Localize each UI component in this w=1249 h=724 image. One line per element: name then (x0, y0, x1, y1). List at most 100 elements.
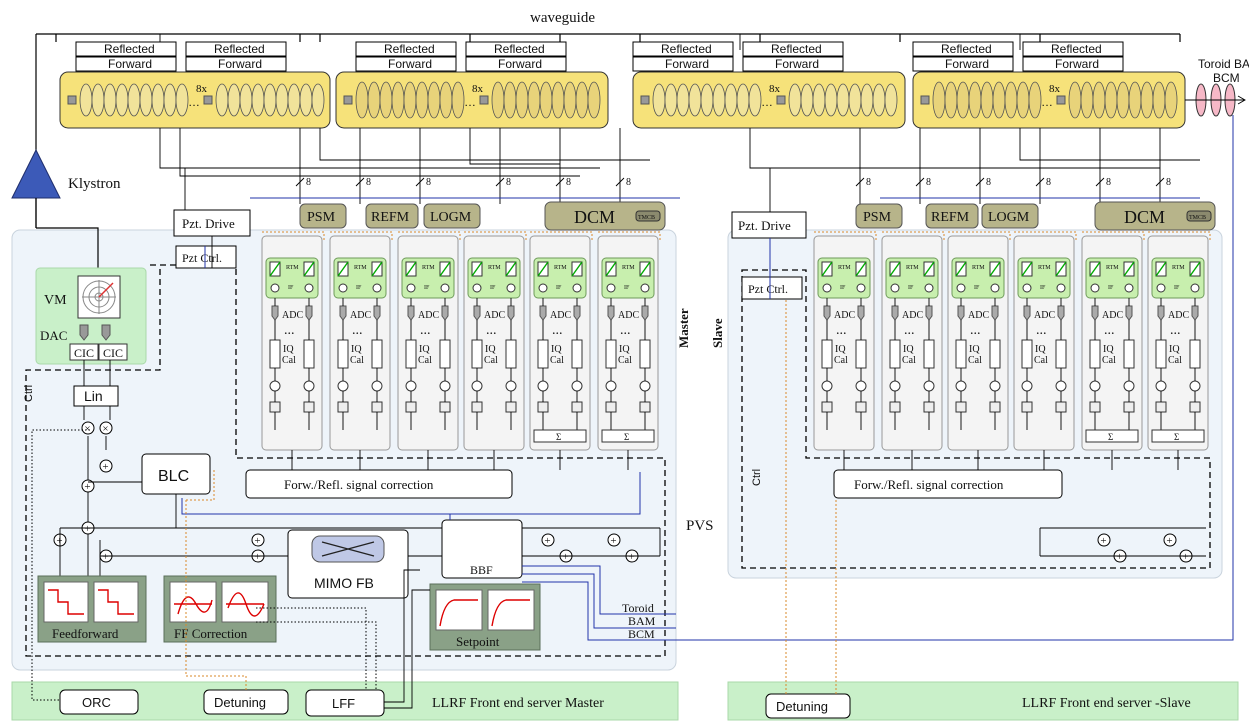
adc-icon (1091, 305, 1099, 321)
logm-module[interactable] (423, 203, 481, 229)
adc-icon (823, 305, 831, 321)
slave-detuning-button[interactable] (765, 693, 851, 719)
cic-label-2: CIC (103, 346, 123, 360)
reflected-box (185, 41, 287, 57)
lin-box[interactable] (73, 385, 119, 407)
sum-block (1085, 429, 1139, 443)
cavity-cell (215, 83, 229, 117)
slave-pzt-ctrl-label: Pzt Ctrl. (748, 282, 788, 296)
dcm-module[interactable] (544, 201, 666, 231)
slave-psm-module[interactable] (855, 203, 903, 229)
lin-label: Lin (84, 388, 103, 404)
iq-label: IQ (551, 344, 562, 355)
rtm-label: RTM (972, 265, 985, 271)
lo-line (1148, 231, 1211, 240)
adc-dots-label: ... (1104, 323, 1115, 338)
slave-refm-module[interactable] (925, 203, 979, 229)
refm-module[interactable] (365, 203, 419, 229)
filter-icon (605, 401, 617, 413)
probe-count-label: 8 (866, 177, 871, 188)
probe-count-label: 8 (1106, 177, 1111, 188)
adc-icon (957, 305, 965, 321)
node-operator-label: + (1116, 551, 1122, 563)
master-region-label: Master (676, 308, 691, 348)
cavity-cell (175, 83, 189, 117)
multiplier-icon (471, 380, 483, 392)
orc-button[interactable] (59, 689, 139, 715)
cic-box-2 (98, 343, 128, 361)
cavity-cell (151, 83, 165, 117)
psm-label: PSM (307, 210, 336, 225)
iq-label: IQ (619, 344, 630, 355)
coupler-port (479, 95, 489, 105)
bbf-box[interactable] (441, 519, 523, 579)
slave-pzt-ctrl-box[interactable] (741, 276, 803, 300)
adc-icon (407, 305, 415, 321)
adc-label: ADC (1034, 310, 1055, 321)
psm-module[interactable] (299, 203, 347, 229)
rtm-label: RTM (554, 265, 567, 271)
feedforward-label: Feedforward (52, 626, 119, 641)
dcm-label: DCM (574, 207, 615, 227)
probe-bus (415, 128, 425, 204)
reflected-box (632, 41, 734, 57)
attenuator-arrow-icon (923, 261, 935, 277)
iq-block (1021, 339, 1033, 369)
cavity-cell (127, 83, 141, 117)
slave-dcm-module[interactable] (1094, 201, 1216, 231)
sum-label: Σ (624, 432, 629, 442)
master-ctrl-label: Ctrl (23, 385, 35, 402)
mixer-icon (856, 283, 866, 293)
lff-button[interactable] (305, 689, 385, 717)
iq-label: IQ (903, 344, 914, 355)
mixer-icon (538, 283, 548, 293)
slave-forw-refl-box[interactable] (833, 469, 1063, 499)
cryomodule-2 (335, 71, 609, 129)
sum-label: Σ (1108, 432, 1113, 442)
sum-node-icon (81, 479, 95, 493)
cavity-cell (676, 83, 690, 117)
slave-pzt-drive-box[interactable] (731, 211, 807, 239)
forw-refl-box[interactable] (245, 469, 513, 499)
probe-bus (615, 128, 625, 204)
pzt-ctrl-box[interactable] (175, 245, 237, 269)
mixer-icon (1124, 283, 1134, 293)
reflected-box (75, 41, 177, 57)
iq-block (1089, 339, 1101, 369)
multiplier-label: 8x (472, 83, 484, 95)
lo-line (530, 231, 593, 240)
ellipsis-label: … (188, 95, 200, 109)
filter-icon (1123, 401, 1135, 413)
slave-pzt-drive-label: Pzt. Drive (738, 218, 791, 233)
filter-icon (405, 401, 417, 413)
mixer-icon (640, 283, 650, 293)
forward-box (1022, 56, 1124, 72)
iq-block (439, 339, 451, 369)
node-operator-label: × (84, 423, 90, 435)
cryomodule-1 (59, 71, 331, 129)
rtm-label: RTM (1172, 265, 1185, 271)
iq-label: IQ (1169, 344, 1180, 355)
iq-block (1055, 339, 1067, 369)
mixer-icon (1056, 283, 1066, 293)
forward-box (465, 56, 567, 72)
probe-count-label: 8 (306, 177, 311, 188)
node-operator-label: + (84, 523, 90, 535)
adc-dots-label: ... (420, 323, 431, 338)
node-operator-label: + (102, 461, 108, 473)
cic-label-1: CIC (74, 346, 94, 360)
mixer-icon (1190, 283, 1200, 293)
cavity-cell (968, 81, 982, 119)
cavity-cell (427, 81, 441, 119)
attenuator-arrow-icon (1055, 261, 1067, 277)
probe-bus (1035, 128, 1045, 204)
logm-label: LOGM (430, 210, 472, 225)
rtm-label: RTM (354, 265, 367, 271)
iq-block (537, 339, 549, 369)
slave-logm-module[interactable] (981, 203, 1039, 229)
attenuator-arrow-icon (605, 261, 617, 277)
orc-label: ORC (82, 695, 111, 710)
mixer-icon (822, 283, 832, 293)
if-label: IF (288, 285, 294, 291)
cavity-cell (700, 83, 714, 117)
